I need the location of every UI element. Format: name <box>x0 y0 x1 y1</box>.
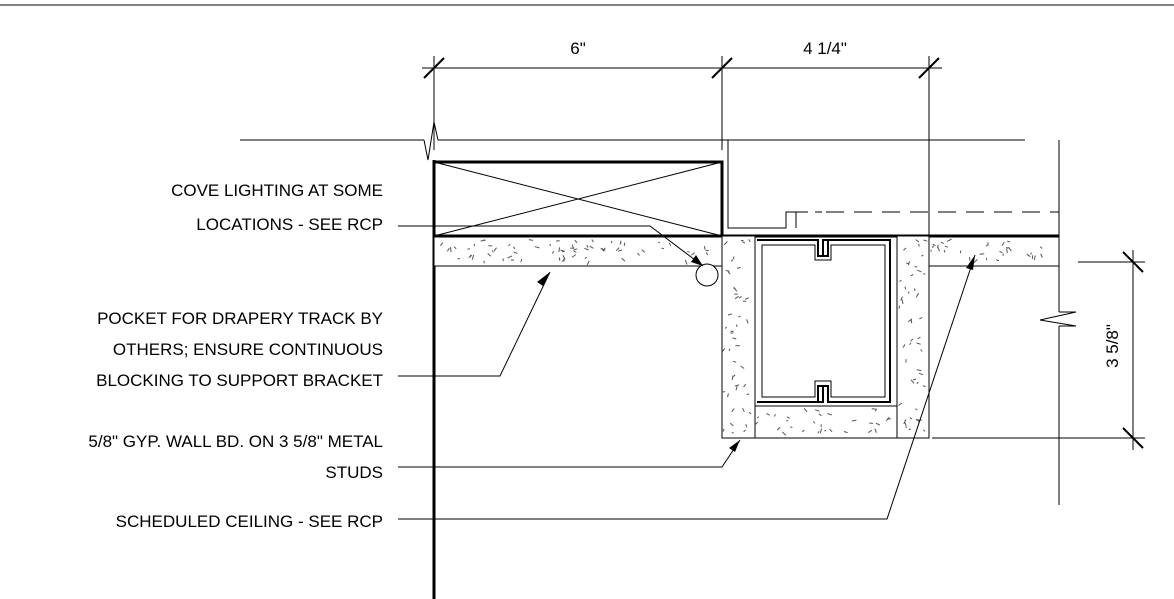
wall-right-break <box>1039 140 1077 505</box>
callout-gyp-wall-board: 5/8" GYP. WALL BD. ON 3 5/8" METAL STUDS <box>88 432 383 482</box>
blocking-box <box>432 160 724 238</box>
dimension-label-3-5-8in: 3 5/8" <box>1103 324 1122 368</box>
wall-gyp-board <box>721 235 930 439</box>
dimension-vertical: 3 5/8" <box>932 250 1145 450</box>
callout-drapery-pocket-line-1: POCKET FOR DRAPERY TRACK BY <box>97 309 383 328</box>
dimension-label-6in: 6" <box>570 39 586 58</box>
callout-scheduled-ceiling: SCHEDULED CEILING - SEE RCP <box>116 512 383 531</box>
leaders <box>398 225 976 520</box>
callout-drapery-pocket-line-3: BLOCKING TO SUPPORT BRACKET <box>96 371 383 390</box>
callout-scheduled-ceiling-line-1: SCHEDULED CEILING - SEE RCP <box>116 512 383 531</box>
callout-drapery-pocket: POCKET FOR DRAPERY TRACK BY OTHERS; ENSU… <box>96 309 383 390</box>
dimension-label-4-1-4in: 4 1/4" <box>803 39 847 58</box>
callout-gyp-wall-board-line-2: STUDS <box>325 463 383 482</box>
slab-above <box>240 121 1025 161</box>
callout-cove-lighting-line-2: LOCATIONS - SEE RCP <box>196 215 383 234</box>
callout-cove-lighting: COVE LIGHTING AT SOME LOCATIONS - SEE RC… <box>171 181 383 234</box>
cove-lighting-housing <box>727 140 1059 229</box>
drapery-track-circle <box>695 263 719 287</box>
callout-gyp-wall-board-line-1: 5/8" GYP. WALL BD. ON 3 5/8" METAL <box>88 432 383 451</box>
callout-cove-lighting-line-1: COVE LIGHTING AT SOME <box>171 181 383 200</box>
gypsum-texture <box>440 238 1043 436</box>
metal-stud <box>757 239 891 403</box>
dimension-horizontal: 6" 4 1/4" <box>422 39 942 238</box>
callout-drapery-pocket-line-2: OTHERS; ENSURE CONTINUOUS <box>113 340 383 359</box>
